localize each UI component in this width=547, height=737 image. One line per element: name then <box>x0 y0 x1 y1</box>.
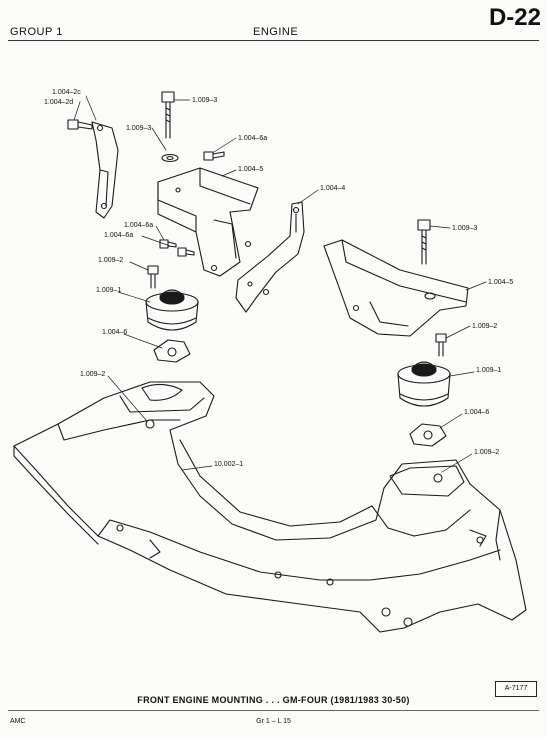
part-label: 10.002–1 <box>214 461 243 468</box>
part-label: 1.009–3 <box>452 225 477 232</box>
part-label: 1.004–5 <box>238 166 263 173</box>
front-bracket-part <box>91 121 119 219</box>
part-label: 1.004–4 <box>320 185 345 192</box>
exploded-view-drawing: 1.004–2c 1.004–2d 1.009–3 1.009–3 1.004–… <box>13 89 527 633</box>
long-bolt-part <box>161 91 175 139</box>
header-rule <box>8 40 539 41</box>
part-label: 1.004–6a <box>104 232 133 239</box>
part-label: 1.004–6 <box>102 329 127 336</box>
engine-bracket-right-part <box>323 239 469 337</box>
page-number: D-22 <box>488 4 541 31</box>
part-label: 1.009–1 <box>96 287 121 294</box>
part-label: 1.004–5 <box>488 279 513 286</box>
part-label: 1.009–3 <box>192 97 217 104</box>
mount-base-plate-part <box>409 423 447 447</box>
mount-base-plate-part <box>153 339 191 363</box>
part-label: 1.004–6a <box>238 135 267 142</box>
stud-bolt-part <box>435 333 447 357</box>
part-label: 1.009–2 <box>80 371 105 378</box>
stud-bolt-part <box>147 265 159 289</box>
part-label: 1.009–1 <box>476 367 501 374</box>
group-label: GROUP 1 <box>10 26 63 38</box>
part-label: 1.009–3 <box>126 125 151 132</box>
mount-plate-part <box>235 201 305 313</box>
leader-lines <box>73 95 487 473</box>
part-label: 1.009–2 <box>474 449 499 456</box>
figure-caption: FRONT ENGINE MOUNTING . . . GM-FOUR (198… <box>137 695 410 705</box>
part-label: 1.004–6a <box>124 222 153 229</box>
section-title: ENGINE <box>253 26 299 38</box>
crossmember-part <box>13 381 527 633</box>
part-label: 1.009–2 <box>472 323 497 330</box>
small-bolt-part <box>203 151 225 161</box>
rubber-mount-right-part <box>397 361 451 407</box>
small-bolt-part <box>159 239 195 257</box>
part-label: 1.009–2 <box>98 257 123 264</box>
rubber-mount-left-part <box>145 289 199 331</box>
part-label: 1.004–6 <box>464 409 489 416</box>
footer-page-ref: Gr 1 – L 15 <box>256 718 291 725</box>
washer-part <box>161 153 179 163</box>
bolt-part <box>67 119 93 130</box>
footer-brand: AMC <box>10 718 26 725</box>
footer-rule <box>8 710 539 711</box>
engine-bracket-left-part <box>157 167 259 277</box>
figure-reference: A-7177 <box>495 681 537 697</box>
part-label: 1.004–2c <box>52 89 81 96</box>
long-bolt-part <box>417 219 431 265</box>
part-label: 1.004–2d <box>44 99 73 106</box>
